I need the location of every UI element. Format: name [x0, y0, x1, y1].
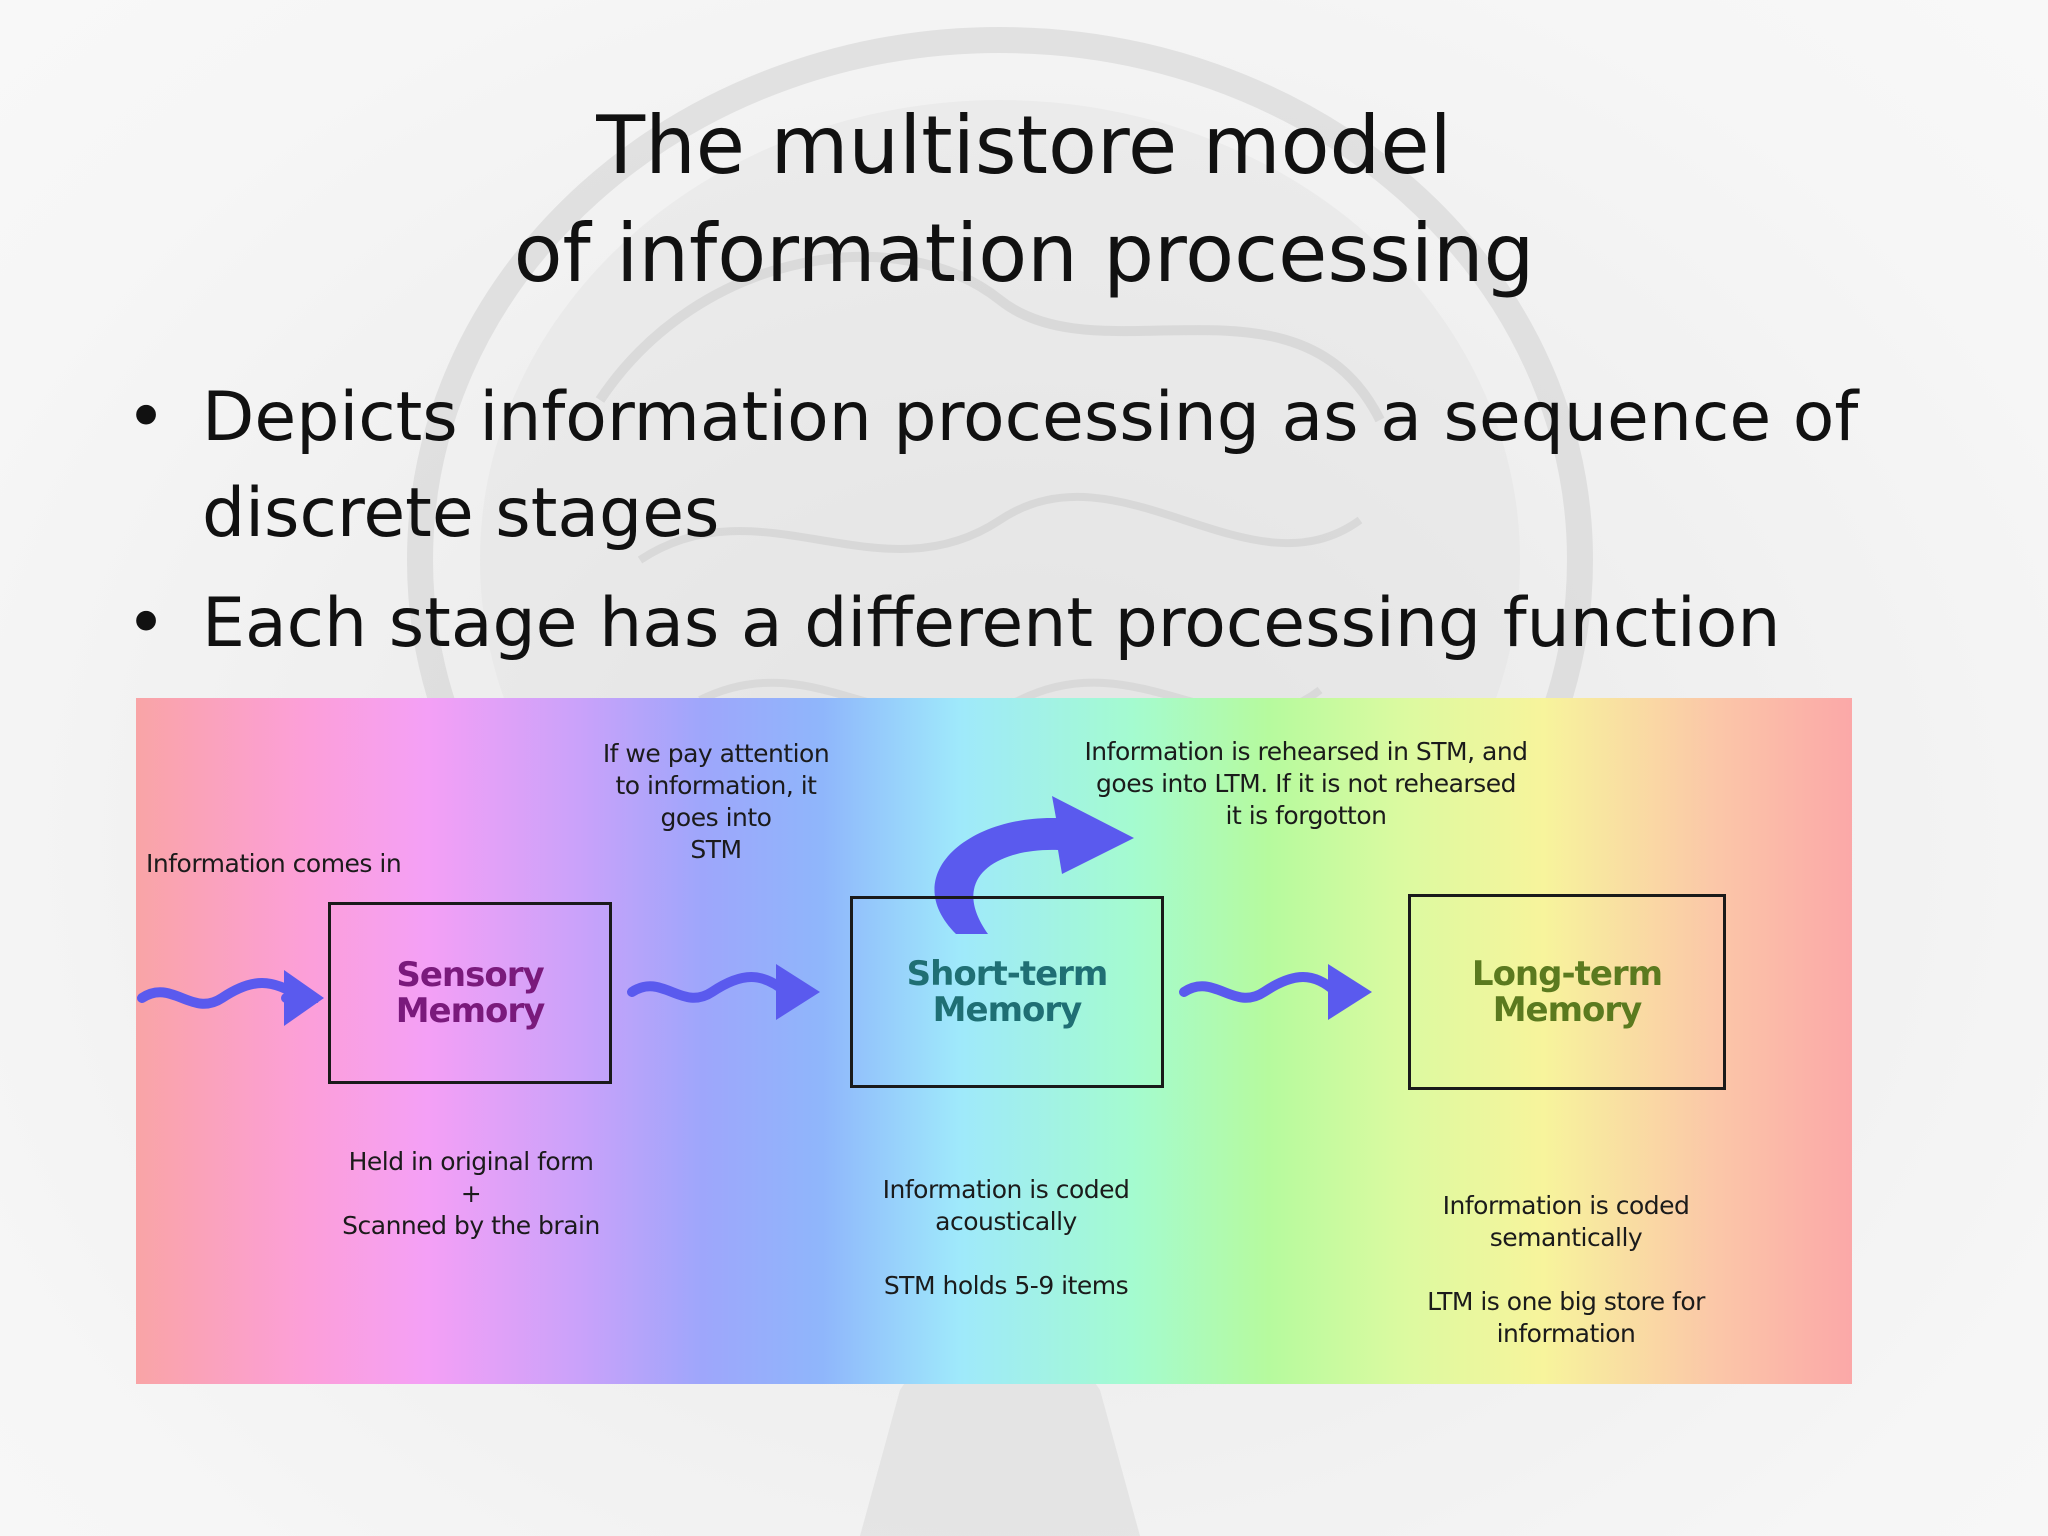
bullet-item: • Depicts information processing as a se…	[120, 370, 1920, 562]
attention-label: If we pay attention to information, it g…	[602, 739, 830, 864]
ltm-notes: Information is coded semantically LTM is…	[1427, 1191, 1705, 1348]
arrowhead-input	[284, 970, 324, 1026]
bullet-text: Each stage has a different processing fu…	[202, 584, 1781, 663]
bullet-item: • Each stage has a different processing …	[120, 576, 1920, 672]
sensory-memory-label: Sensory Memory	[395, 955, 546, 1031]
flow-arrows	[137, 796, 1372, 1026]
stm-notes: Information is coded acoustically STM ho…	[882, 1175, 1130, 1300]
long-term-memory-label: Long-term Memory	[1471, 954, 1663, 1030]
multistore-diagram: Information comes in If we pay attention…	[136, 698, 1852, 1384]
bullet-list: • Depicts information processing as a se…	[120, 370, 1920, 686]
sensory-memory-box: Sensory Memory	[328, 902, 612, 1084]
input-label: Information comes in	[146, 849, 402, 878]
wavy-arrow-input	[137, 978, 319, 1009]
short-term-memory-label: Short-term Memory	[906, 954, 1109, 1030]
bullet-text: Depicts information processing as a sequ…	[202, 378, 1859, 553]
short-term-memory-box: Short-term Memory	[850, 896, 1164, 1088]
arrowhead-sensory-to-stm	[776, 964, 820, 1020]
wavy-arrow-sensory-to-stm	[627, 972, 791, 1003]
sensory-notes: Held in original form + Scanned by the b…	[342, 1147, 600, 1240]
rehearsal-label: Information is rehearsed in STM, and goe…	[1084, 737, 1528, 830]
arrowhead-stm-to-ltm	[1328, 964, 1372, 1020]
rehearsal-loop-arrow	[934, 796, 1134, 934]
bullet-glyph: •	[126, 584, 167, 663]
title-line-2: of information processing	[513, 207, 1535, 300]
bullet-glyph: •	[126, 378, 167, 457]
wavy-arrow-stm-to-ltm	[1179, 972, 1341, 1003]
title-line-1: The multistore model	[596, 99, 1452, 192]
long-term-memory-box: Long-term Memory	[1408, 894, 1726, 1090]
slide-title: The multistore model of information proc…	[0, 92, 2048, 308]
